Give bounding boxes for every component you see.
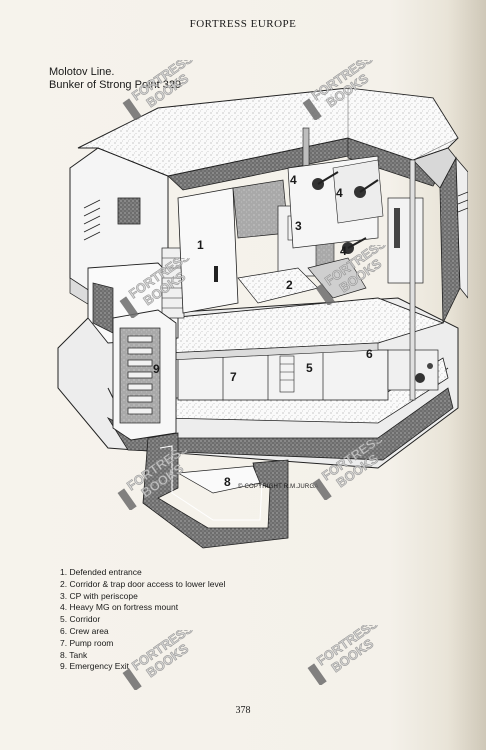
callout-4a: 4 (290, 173, 297, 187)
running-head: FORTRESS EUROPE (189, 18, 297, 30)
bunker-cutaway-illustration (57, 88, 468, 549)
watermark-logo: FORTRESS BOOKS (122, 60, 195, 120)
legend-item: 4. Heavy MG on fortress mount (60, 602, 179, 613)
watermark-logo: FORTRESS BOOKS (117, 450, 190, 510)
caption-line-1: Molotov Line. (49, 66, 115, 78)
callout-6: 6 (366, 347, 373, 361)
legend-item: 8. Tank (60, 649, 88, 660)
watermark-logo: FORTRESS BOOKS (302, 60, 375, 120)
legend-item: 3. CP with periscope (60, 590, 138, 601)
legend-item: 7. Pump room (60, 637, 114, 648)
figure-legend: 1. Defended entrance 2. Corridor & trap … (60, 567, 225, 673)
legend-item: 9. Emergency Exit (60, 661, 129, 672)
callout-4c: 4 (340, 244, 347, 258)
legend-item: 6. Crew area (60, 625, 109, 636)
callout-5: 5 (306, 361, 313, 375)
legend-item: 1. Defended entrance (60, 567, 142, 577)
watermark-logo: FORTRESS BOOKS (307, 625, 380, 685)
watermark-logo: FORTRESS BOOKS (315, 245, 388, 305)
callout-3: 3 (295, 219, 302, 233)
callout-9: 9 (153, 362, 160, 376)
callout-1: 1 (197, 238, 204, 252)
watermark-logo: FORTRESS BOOKS (119, 258, 192, 318)
callout-7: 7 (230, 370, 237, 384)
page-number: 378 (235, 705, 251, 716)
legend-item: 5. Corridor (60, 614, 101, 625)
watermark-logo: FORTRESS BOOKS (122, 630, 195, 690)
callout-8: 8 (224, 475, 231, 489)
callout-2: 2 (286, 278, 293, 292)
legend-item: 2. Corridor & trap door access to lower … (60, 578, 226, 589)
caption-line-2: Bunker of Strong Point 329 (49, 79, 182, 91)
callout-4b: 4 (336, 186, 343, 200)
copyright-notice: © COPYRIGHT R.M.JURGA (238, 484, 319, 490)
figure-caption: Molotov Line. Bunker of Strong Point 329 (49, 66, 181, 92)
watermark-logo: FORTRESS BOOKS (312, 440, 385, 500)
